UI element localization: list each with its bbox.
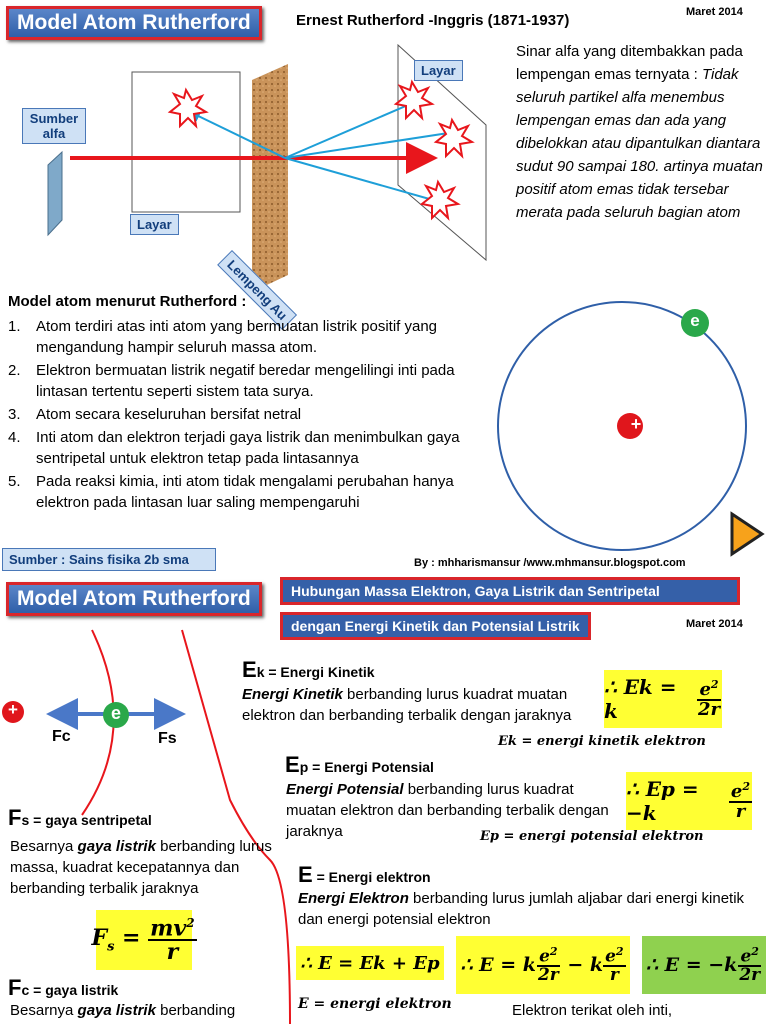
- electron-bottom: [103, 702, 129, 728]
- e-heading: E = Energi elektron: [298, 862, 431, 887]
- fs-label: Fs: [158, 730, 177, 747]
- bound-electron-text: Elektron terikat oleh inti,: [512, 1002, 673, 1019]
- page-title-top: Model Atom Rutherford: [6, 6, 262, 40]
- e-description: Energi Elektron berbanding lurus jumlah …: [298, 890, 745, 928]
- nucleus-sign: +: [630, 414, 642, 434]
- description-normal: Sinar alfa yang ditembakkan pada lempeng…: [516, 43, 743, 83]
- page-title-bottom: Model Atom Rutherford: [6, 582, 262, 616]
- orbit-arc-2: [181, 629, 291, 1024]
- ep-heading: Ep = Energi Potensial: [285, 752, 434, 777]
- ek-heading: Ek = Energi Kinetik: [242, 657, 375, 682]
- e-sum-formula: ∴ E = Ek + Ep: [296, 946, 444, 980]
- date-bottom: Maret 2014: [686, 618, 743, 630]
- list-item: 4.Inti atom dan elektron terjadi gaya li…: [8, 429, 460, 467]
- fs-description: Besarnya gaya listrik berbanding lurus m…: [10, 838, 272, 897]
- person-caption: Ernest Rutherford -Inggris (1871-1937): [296, 12, 570, 29]
- scattering-diagram: [47, 43, 487, 292]
- nucleus-bottom-sign: +: [8, 700, 18, 719]
- ep-description: Energi Potensial berbanding lurus kuadra…: [286, 781, 609, 840]
- ek-note: Ek = energi kinetik elektron: [498, 734, 706, 749]
- hit-star: [167, 87, 209, 129]
- experiment-description: Sinar alfa yang ditembakkan pada lempeng…: [516, 40, 766, 224]
- nucleus-bottom: [2, 701, 24, 723]
- description-italic: Tidak seluruh partikel alfa menembus lem…: [516, 66, 763, 221]
- next-arrow-icon: [730, 511, 765, 557]
- source-label: Sumber alfa: [22, 108, 86, 144]
- electron-sign: e: [690, 311, 700, 330]
- author-credit: By : mhharismansur /www.mhmansur.blogspo…: [414, 557, 686, 569]
- model-points: 1.Atom terdiri atas inti atom yang bermu…: [8, 316, 490, 513]
- list-item: 2.Elektron bermuatan listrik negatif ber…: [8, 362, 455, 400]
- force-diagram: [2, 629, 291, 1024]
- e-note: E = energi elektron: [298, 996, 452, 1012]
- ek-description: Energi Kinetik berbanding lurus kuadrat …: [242, 686, 572, 724]
- electron: [681, 309, 709, 337]
- ep-note: Ep = energi potensial elektron: [480, 829, 704, 844]
- list-item: 3.Atom secara keseluruhan bersifat netra…: [8, 406, 302, 423]
- orbit: [497, 301, 747, 551]
- left-screen-label: Layar: [130, 214, 179, 235]
- atom-orbit-diagram: [497, 301, 765, 557]
- right-screen-label: Layar: [414, 60, 463, 81]
- list-item: 1.Atom terdiri atas inti atom yang bermu…: [8, 318, 438, 356]
- gold-foil: [252, 64, 288, 292]
- fc-label: Fc: [52, 728, 71, 745]
- fs-heading: Fs = gaya sentripetal: [8, 805, 152, 830]
- alpha-source: [47, 150, 63, 237]
- model-heading: Model atom menurut Rutherford :: [8, 293, 247, 310]
- nucleus: [617, 413, 643, 439]
- date-top: Maret 2014: [686, 6, 743, 18]
- subtitle-line-2: dengan Energi Kinetik dan Potensial List…: [280, 612, 591, 640]
- fc-description: Besarnya gaya listrik berbanding: [10, 1002, 236, 1019]
- subtitle-line-1: Hubungan Massa Elektron, Gaya Listrik da…: [280, 577, 740, 605]
- source-note: Sumber : Sains fisika 2b sma: [2, 548, 216, 571]
- list-item: 5.Pada reaksi kimia, inti atom tidak men…: [8, 473, 454, 511]
- fc-heading: Fc = gaya listrik: [8, 975, 119, 1000]
- reflected-beam: [188, 110, 286, 159]
- electron-bottom-sign: e: [110, 703, 121, 723]
